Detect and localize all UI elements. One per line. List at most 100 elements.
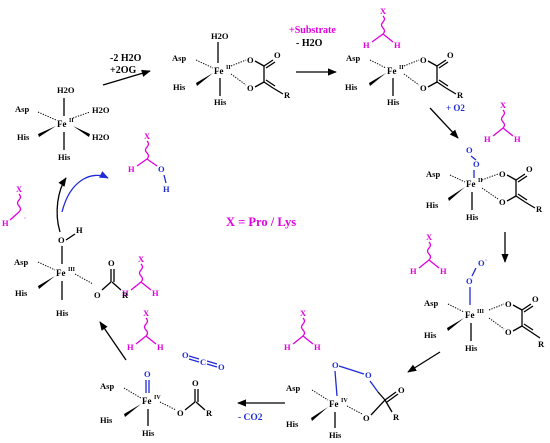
svg-text:Asp: Asp [100, 381, 114, 391]
svg-text:X: X [500, 100, 507, 110]
substrate-near-complex6: X H H [284, 308, 321, 352]
fe-atom: Fe [465, 310, 475, 320]
svg-text:H2O: H2O [92, 105, 110, 115]
complex-fe4-oxo: O Fe IV Asp His His O O R [100, 369, 213, 438]
complex-fe3-superoxo: O · O Fe III Asp His His O O O R [424, 258, 545, 353]
svg-text:H: H [440, 266, 447, 276]
svg-text:H: H [127, 342, 134, 352]
svg-text:His: His [15, 288, 28, 298]
svg-text:H2O: H2O [57, 85, 75, 95]
svg-text:H: H [76, 225, 83, 235]
svg-text:O: O [505, 327, 512, 337]
fe-atom: Fe [329, 399, 339, 409]
svg-text:H: H [2, 218, 9, 228]
svg-text:H: H [284, 342, 291, 352]
fe-atom: Fe [466, 179, 476, 189]
svg-text:H: H [157, 342, 164, 352]
step-water-out: - H2O [296, 38, 323, 49]
step-o2-add: + O2 [446, 103, 465, 113]
svg-text:O: O [158, 164, 165, 174]
svg-text:O: O [499, 197, 506, 207]
oxidation-state: III [68, 267, 76, 273]
svg-text:X: X [143, 308, 150, 318]
svg-text:O: O [398, 385, 405, 395]
svg-text:Asp: Asp [346, 53, 360, 63]
complex-fe2-og-substrate: X H H Fe II Asp His His O O O R [345, 6, 464, 107]
svg-text:X: X [300, 308, 307, 318]
step-water-loss: -2 H2O [110, 53, 142, 64]
svg-text:O: O [192, 378, 199, 388]
complex-fe4-bicyclic: O O Fe IV Asp His His O O R [286, 360, 405, 440]
substrate-near-complex5: X H H [410, 232, 447, 276]
fe-atom: Fe [387, 66, 397, 76]
svg-text:Asp: Asp [15, 104, 29, 114]
svg-text:O: O [218, 362, 225, 372]
svg-text:His: His [17, 132, 30, 142]
arrow-og-binding [102, 69, 151, 86]
svg-text:O: O [144, 369, 151, 379]
complex-fe3-hydroxo: O H Fe III Asp His His O O R [14, 225, 129, 318]
arrow-bicyclic-formation [407, 351, 441, 373]
svg-text:O: O [466, 276, 473, 286]
svg-text:O: O [247, 55, 254, 65]
svg-text:O: O [466, 145, 473, 155]
svg-text:O: O [182, 350, 189, 360]
svg-text:H2O: H2O [211, 31, 229, 41]
svg-text:O: O [94, 290, 101, 300]
oxidation-state: IV [154, 395, 161, 401]
svg-text:H: H [363, 40, 370, 50]
complex-resting-fe2: Fe II H2O His Asp H2O His H2O [15, 85, 110, 162]
svg-text:Asp: Asp [426, 169, 440, 179]
svg-text:O: O [447, 50, 454, 60]
oxidation-state: IV [341, 398, 348, 404]
hydroxylated-product: X H O H [128, 131, 170, 194]
svg-text:His: His [100, 415, 113, 425]
center-label: X = Pro / Lys [226, 215, 296, 229]
svg-text:His: His [286, 419, 299, 429]
substrate-near-complex7: X H H [127, 308, 164, 352]
svg-text:Asp: Asp [424, 298, 438, 308]
fe-atom: Fe [214, 66, 224, 76]
svg-text:R: R [206, 408, 213, 418]
svg-text:His: His [58, 152, 71, 162]
svg-text:H: H [484, 134, 491, 144]
arrow-hydrogen-abstraction [99, 321, 127, 361]
svg-text:O: O [108, 258, 115, 268]
svg-text:R: R [122, 290, 129, 300]
svg-text:Asp: Asp [286, 383, 300, 393]
substrate-near-complex4: X H H [484, 100, 521, 144]
svg-text:His: His [329, 430, 342, 440]
svg-text:O: O [499, 169, 506, 179]
step-og-add: +2OG [110, 65, 136, 76]
svg-text:R: R [393, 412, 400, 422]
svg-text:O: O [505, 299, 512, 309]
oxidation-state: II [399, 65, 404, 71]
complex-fe-o2: O O Fe II Asp His His O O O R [426, 145, 543, 222]
svg-text:O: O [532, 294, 539, 304]
svg-text:H: H [394, 40, 401, 50]
svg-text:His: His [173, 82, 186, 92]
svg-text:R: R [284, 90, 291, 100]
svg-text:O: O [365, 370, 372, 380]
fe-atom: Fe [142, 396, 152, 406]
co2-molecule: O C O [182, 350, 225, 372]
svg-text:O: O [420, 83, 427, 93]
svg-text:His: His [142, 428, 155, 438]
svg-text:H: H [410, 266, 417, 276]
svg-text:O: O [332, 360, 339, 370]
svg-text:O: O [363, 413, 370, 423]
arrow-product-release [61, 171, 109, 213]
svg-text:O: O [274, 50, 281, 60]
svg-text:His: His [424, 330, 437, 340]
svg-text:R: R [538, 339, 545, 349]
svg-text:His: His [345, 82, 358, 92]
svg-text:X: X [380, 6, 387, 16]
substrate-radical: X H · [2, 184, 26, 228]
svg-text:X: X [426, 232, 433, 242]
arrow-oxygen-binding [429, 107, 459, 139]
svg-text:R: R [457, 90, 464, 100]
svg-text:·: · [485, 258, 487, 264]
svg-text:O: O [177, 408, 184, 418]
svg-text:O: O [58, 235, 65, 245]
fe-atom: Fe [57, 119, 67, 129]
